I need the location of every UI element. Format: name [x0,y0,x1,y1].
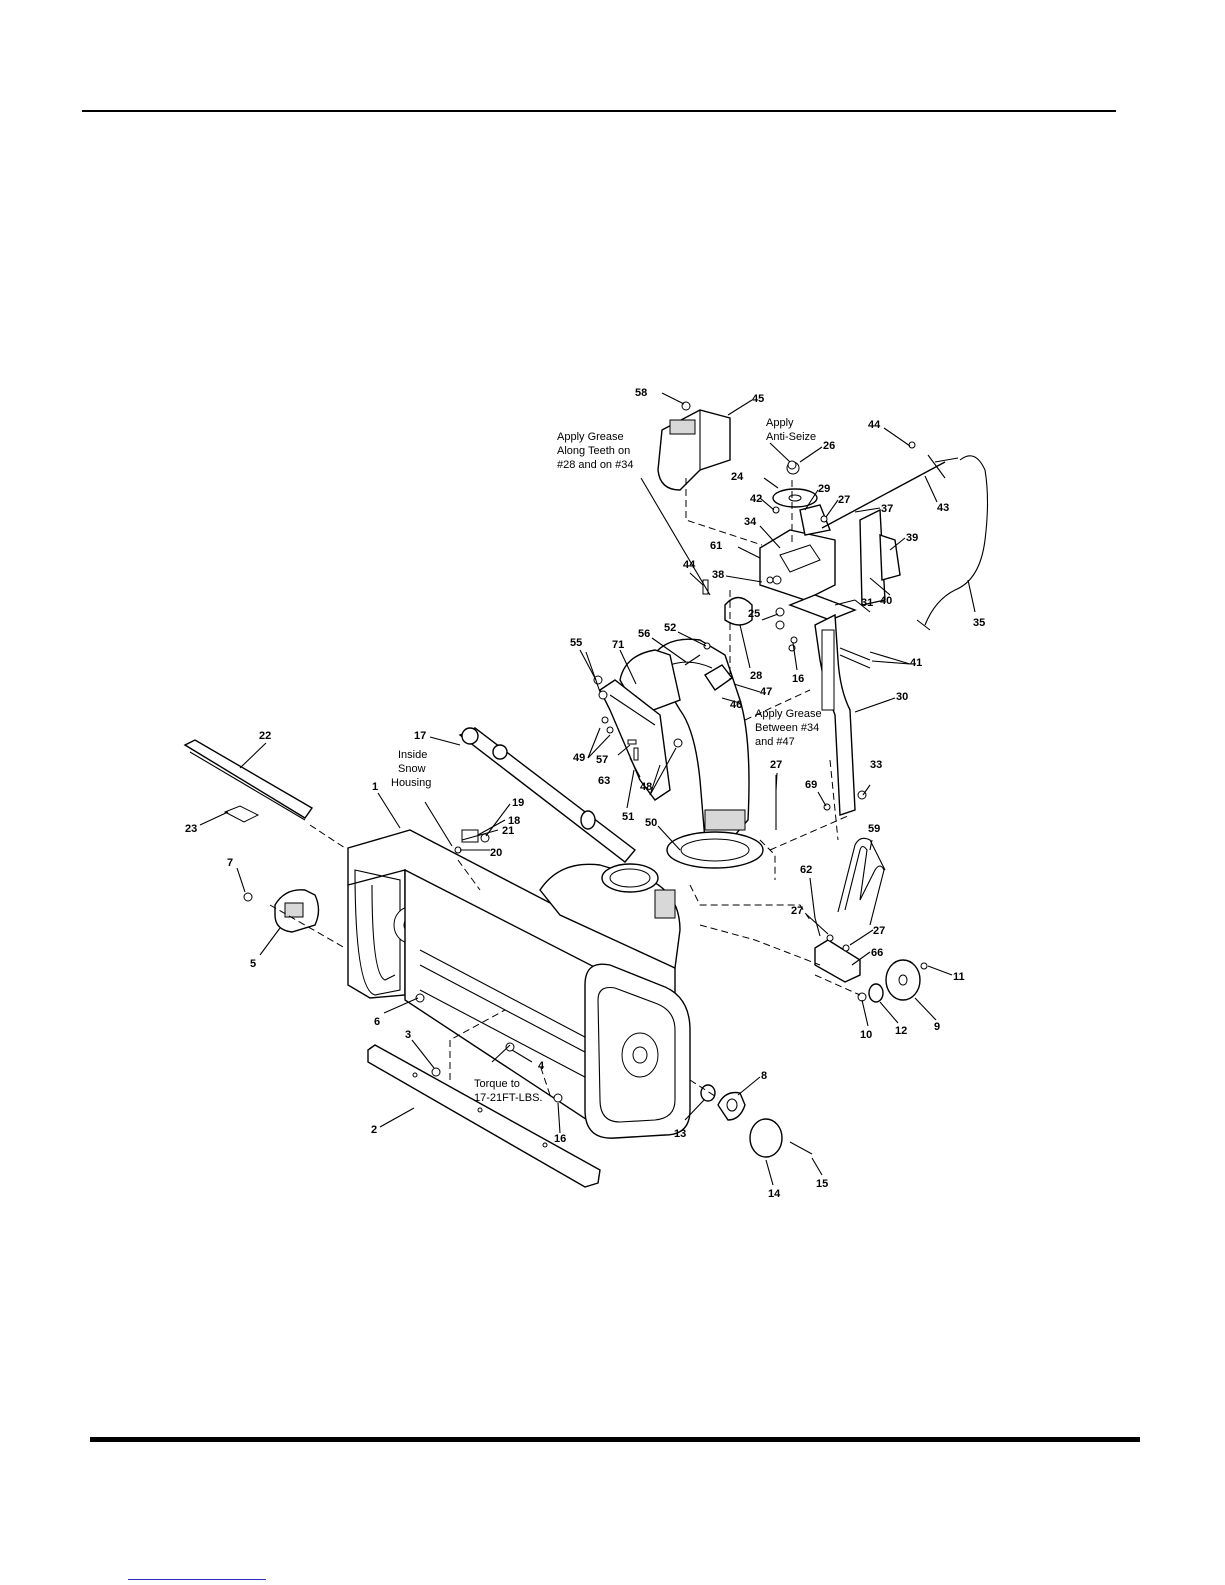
part-label: 38 [712,569,724,581]
skid-shoe [274,889,320,933]
part-label: 58 [635,387,647,399]
part-label: 63 [598,775,610,787]
chute-cable [916,455,989,631]
part-label: 29 [818,483,830,495]
part-label: 22 [259,730,271,742]
part-label: 34 [744,516,757,528]
part-label: 11 [953,971,965,983]
bearing-housing [700,1084,813,1158]
support-bracket [814,613,856,816]
part-label: 19 [512,797,524,809]
part-label: 71 [612,639,624,651]
part-label: 6 [374,1016,380,1028]
part-label: 59 [868,823,880,835]
part-label: 26 [823,440,835,452]
part-label: 20 [490,847,502,859]
part-label: 56 [638,628,650,640]
crank-support [788,508,901,621]
footer-link-underline[interactable] [128,1579,266,1580]
part-label: 21 [502,825,514,837]
drawing [183,401,989,1188]
part-label: 30 [896,691,908,703]
part-label: 55 [570,637,582,649]
part-label: 16 [554,1133,566,1145]
part-label: 62 [800,864,812,876]
part-label: 47 [760,686,772,698]
pulley [857,959,921,1003]
part-label: 4 [538,1060,545,1072]
part-label: 49 [573,752,585,764]
part-label: 37 [881,503,893,515]
part-label: 33 [870,759,882,771]
part-label: 57 [596,754,608,766]
part-label: 12 [895,1025,907,1037]
drift-bar [183,739,314,823]
part-label: 7 [227,857,233,869]
part-label: 48 [640,781,652,793]
part-label: 44 [683,559,696,571]
part-label: 31 [861,597,873,609]
part-label: 24 [731,471,744,483]
part-label: 5 [250,958,256,970]
part-label: 16 [792,673,804,685]
bottom-rule [90,1437,1140,1442]
part-label: 46 [730,699,742,711]
part-label: 27 [873,925,885,937]
part-labels: 58 45 26 44 24 29 27 42 37 43 34 61 39 3… [185,387,985,1200]
chute-bracket [759,504,836,601]
note-grease-between: Apply Grease Between #34 and #47 [755,708,825,748]
part-label: 69 [805,779,817,791]
note-anti-seize: Apply Anti-Seize [766,417,816,443]
part-label: 28 [750,670,762,682]
assembly-lines [269,478,861,1099]
discharge-chute [619,638,750,841]
part-label: 27 [791,905,803,917]
top-rule [82,110,1116,112]
gear [772,461,818,508]
part-label: 27 [838,494,850,506]
annotation-notes: Apply Grease Along Teeth on #28 and on #… [391,417,825,1104]
note-torque: Torque to 17-21FT-LBS. [474,1078,542,1104]
part-label: 13 [674,1128,686,1140]
snow-housing [347,829,691,1139]
leader-lines [199,392,976,1186]
part-label: 45 [752,393,764,405]
shave-plate [367,1044,601,1188]
part-label: 1 [372,781,378,793]
part-label: 14 [768,1188,781,1200]
part-label: 23 [185,823,197,835]
chute-ring [666,831,764,869]
note-inside-housing: Inside Snow Housing [391,749,431,789]
part-label: 61 [710,540,722,552]
chute-deflector [657,409,731,491]
part-label: 27 [770,759,782,771]
part-label: 3 [405,1029,411,1041]
part-label: 40 [880,595,892,607]
part-label: 10 [860,1029,872,1041]
part-label: 43 [937,502,949,514]
part-label: 44 [868,419,881,431]
part-label: 18 [508,815,520,827]
part-label: 66 [871,947,883,959]
part-label: 51 [622,811,634,823]
part-label: 8 [761,1070,767,1082]
idler-bracket [814,939,861,983]
belt [837,837,886,926]
note-grease-teeth: Apply Grease Along Teeth on #28 and on #… [557,431,633,471]
crank-rod [821,454,959,529]
part-label: 2 [371,1124,377,1136]
part-label: 35 [973,617,985,629]
part-label: 39 [906,532,918,544]
part-label: 17 [414,730,426,742]
part-label: 25 [748,608,760,620]
part-label: 42 [750,493,762,505]
part-label: 41 [910,657,922,669]
part-label: 9 [934,1021,940,1033]
part-label: 15 [816,1178,828,1190]
gear-segment [704,596,753,691]
auger-axle [458,727,637,863]
part-label: 50 [645,817,657,829]
part-label: 52 [664,622,676,634]
